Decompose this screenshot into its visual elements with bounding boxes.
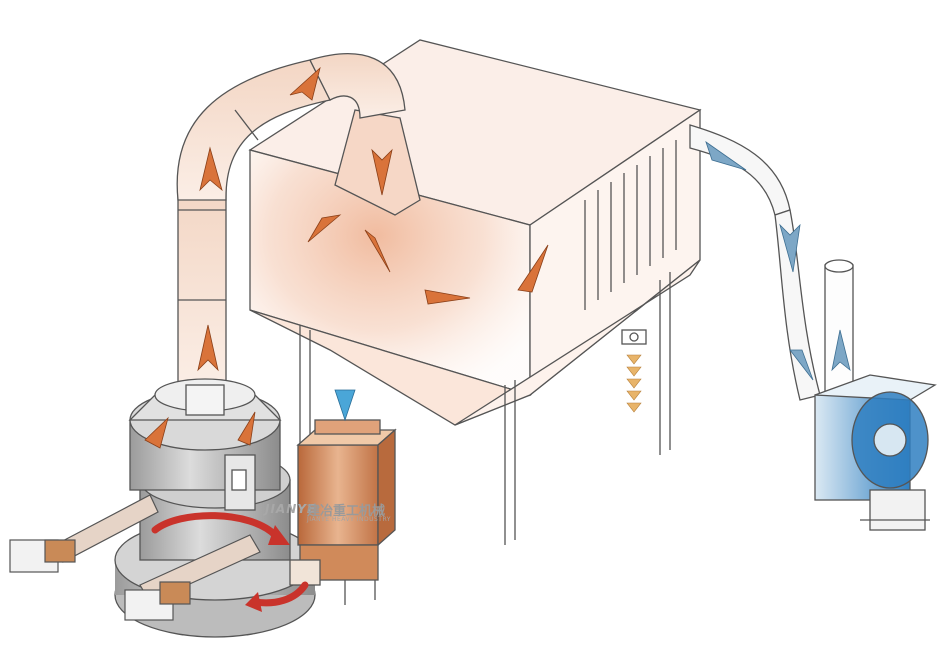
feed-conveyors — [9, 494, 261, 621]
flow-arrow-return-ring — [151, 512, 279, 539]
flow-arrow-mill-1 — [144, 416, 169, 449]
logo-english-name: JIANYE HEAVY INDUSTRY — [307, 516, 391, 523]
discharge-chevrons — [626, 354, 642, 413]
flow-arrow-duct-1 — [705, 140, 747, 171]
logo-mark: JIANYE — [265, 502, 317, 516]
flow-arrow-mill-2 — [237, 411, 256, 446]
flow-arrow-cloud-2 — [364, 229, 391, 273]
flow-arrows-orange — [144, 66, 549, 449]
flow-arrow-cloud-4 — [517, 244, 549, 293]
riser-pipe — [176, 53, 406, 391]
logo-chinese-name: 建冶重工机械 — [307, 504, 386, 519]
flow-arrow-duct-3 — [789, 349, 814, 381]
flow-arrow-bend-2 — [371, 148, 393, 196]
flow-arrow-riser-2 — [199, 146, 223, 192]
flow-arrow-heads-red — [245, 525, 290, 612]
feed-hopper — [289, 419, 397, 605]
flow-arrow-stack — [831, 329, 851, 372]
exhaust-duct — [689, 124, 854, 406]
flow-arrow-riser-1 — [197, 324, 219, 372]
flow-arrow-cloud-3 — [424, 289, 471, 305]
vent-grille — [584, 140, 677, 310]
flow-arrow-feed — [334, 389, 356, 422]
flow-arrow-cloud-1 — [307, 214, 342, 243]
centrifugal-fan — [814, 374, 937, 531]
flow-arrow-bend-1 — [289, 66, 321, 101]
company-logo: JIANYE 建冶重工机械 JIANYE HEAVY INDUSTRY — [265, 502, 415, 532]
flow-arrows-blue — [334, 140, 851, 422]
flow-arrow-duct-2 — [779, 223, 801, 273]
